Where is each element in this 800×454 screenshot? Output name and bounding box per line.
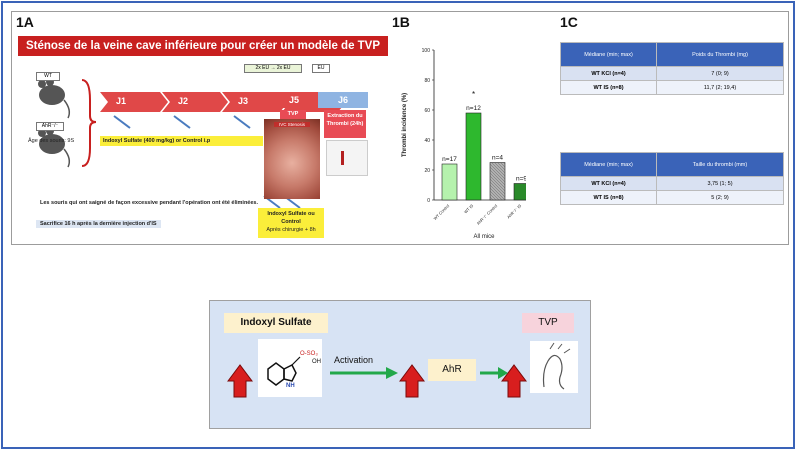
panel-a-title: Sténose de la veine cave inférieure pour… bbox=[18, 36, 388, 56]
day-5: J5 bbox=[278, 92, 310, 108]
table2-cell: WT IS (n=8) bbox=[560, 190, 657, 205]
mechanism-arrows bbox=[227, 364, 527, 398]
day-2: J2 bbox=[178, 96, 189, 106]
y-tick-label: 60 bbox=[424, 108, 430, 114]
table2-cell: WT KCl (n=4) bbox=[560, 176, 657, 191]
table1-cell: WT KCl (n=4) bbox=[560, 66, 657, 81]
y-tick-label: 40 bbox=[424, 138, 430, 144]
extraction-box: Extraction du Thrombi (24h) bbox=[324, 110, 366, 138]
tvp-box: TVP bbox=[522, 313, 574, 333]
table1-cell: 7 (0; 9) bbox=[656, 66, 784, 81]
table1-header-1: Poids du Thrombi (mg) bbox=[656, 42, 784, 67]
molecule-nh: NH bbox=[286, 383, 295, 389]
y-tick-label: 100 bbox=[422, 48, 431, 54]
hatch-line bbox=[491, 162, 506, 177]
day-6: J6 bbox=[318, 92, 368, 108]
table1-header-0: Médiane (min; max) bbox=[560, 42, 657, 67]
y-tick-label: 20 bbox=[424, 168, 430, 174]
table2-cell: 3,75 (1; 5) bbox=[656, 176, 784, 191]
size-table: Médiane (min; max) Taille du thrombi (mm… bbox=[560, 152, 784, 205]
up-arrow-icon bbox=[501, 364, 527, 398]
chevron-j2 bbox=[162, 92, 228, 112]
surgery-photo bbox=[264, 119, 320, 199]
chevron-j1 bbox=[100, 92, 168, 112]
table2-cell: 5 (2; 9) bbox=[656, 190, 784, 205]
hatch-line bbox=[500, 162, 506, 168]
thrombus-drawing bbox=[530, 341, 578, 393]
label-1c: 1C bbox=[560, 14, 578, 30]
mechanism-panel: Indoxyl Sulfate TVP O-SO₃ NH OH Activati… bbox=[209, 300, 591, 429]
eu-tag-1: 2x EU → 2x EU bbox=[244, 64, 302, 73]
indoxyl-sulfate-box: Indoxyl Sulfate bbox=[224, 313, 328, 333]
day-3: J3 bbox=[238, 96, 249, 106]
post-op-box: Indoxyl Sulfate ou Control Après chirurg… bbox=[258, 208, 324, 238]
y-tick-label: 0 bbox=[427, 198, 430, 204]
svg-text:O-SO₃: O-SO₃ bbox=[300, 351, 318, 357]
eu-tag-2: EU bbox=[312, 64, 330, 73]
post-op-sub: Après chirurgie + 8h bbox=[266, 227, 316, 233]
mouse-ahr-label: AhR⁻/⁻ bbox=[36, 122, 64, 131]
photo-caption: IVC Stenosis bbox=[274, 122, 310, 127]
hatch-line bbox=[489, 175, 506, 192]
mouse-wt-icon bbox=[38, 78, 71, 119]
y-axis-label: Thrombi incidence (%) bbox=[402, 93, 408, 157]
category-label: WT Control bbox=[432, 203, 450, 221]
mouse-wt-label: WT bbox=[36, 72, 60, 81]
up-arrow-icon bbox=[227, 364, 253, 398]
chevron-j3 bbox=[222, 92, 288, 112]
hatch-line bbox=[489, 184, 506, 201]
exclusion-note: Les souris qui ont saigné de façon exces… bbox=[40, 200, 259, 206]
hatch-line bbox=[489, 187, 503, 201]
top-panel: 1A Sténose de la veine cave inférieure p… bbox=[11, 11, 789, 245]
n-label: n=9 bbox=[516, 176, 526, 183]
post-op-title: Indoxyl Sulfate ou Control bbox=[267, 211, 315, 225]
y-tick-label: 80 bbox=[424, 78, 430, 84]
n-label: n=17 bbox=[442, 156, 457, 163]
bar-1 bbox=[441, 163, 458, 201]
hatch-line bbox=[489, 190, 500, 201]
hatch-line bbox=[489, 178, 506, 195]
bar-4 bbox=[513, 183, 526, 201]
up-arrow-icon bbox=[399, 364, 425, 398]
hatch-line bbox=[489, 166, 506, 183]
hatch-line bbox=[489, 196, 494, 201]
molecule-oh: OH bbox=[312, 359, 321, 365]
hatch-line bbox=[497, 162, 506, 171]
n-label: n=4 bbox=[492, 155, 503, 162]
tvp-tag: TVP bbox=[280, 110, 306, 119]
hatch-line bbox=[489, 181, 506, 198]
brace-bracket bbox=[81, 79, 97, 167]
activation-label: Activation bbox=[334, 355, 374, 365]
thrombus-photo bbox=[326, 140, 368, 176]
category-label: AhR⁻/⁻ IS bbox=[506, 203, 523, 220]
age-text: Âge des souris: 9S bbox=[28, 138, 75, 144]
n-label: n=12 bbox=[466, 105, 481, 112]
category-label: AhR⁻/⁻ Control bbox=[475, 203, 498, 226]
label-1a: 1A bbox=[16, 14, 34, 30]
category-label: WT IS bbox=[463, 203, 475, 215]
hatch-line bbox=[503, 162, 506, 165]
molecule-structure: O-SO₃ NH OH bbox=[258, 339, 322, 397]
hatch-line bbox=[489, 193, 497, 201]
label-1b: 1B bbox=[392, 14, 410, 30]
weight-table: Médiane (min; max) Poids du Thrombi (mg)… bbox=[560, 42, 784, 95]
table2-header-0: Médiane (min; max) bbox=[560, 152, 657, 177]
sacrifice-note: Sacrifice 16 h après la dernière injecti… bbox=[36, 220, 161, 228]
table1-cell: WT IS (n=8) bbox=[560, 80, 657, 95]
table1-cell: 11,7 (2; 19,4) bbox=[656, 80, 784, 95]
hatch-line bbox=[489, 172, 506, 189]
significance-marker: * bbox=[472, 90, 475, 99]
table2-header-1: Taille du thrombi (mm) bbox=[656, 152, 784, 177]
hatch-line bbox=[489, 169, 506, 186]
bar-2 bbox=[465, 112, 482, 201]
figure-frame: 1A Sténose de la veine cave inférieure p… bbox=[1, 1, 795, 449]
day-1: J1 bbox=[116, 96, 127, 106]
x-axis-label: All mice bbox=[473, 234, 495, 240]
treatment-box: Indoxyl Sulfate (400 mg/kg) or Control i… bbox=[100, 136, 263, 146]
hatch-line bbox=[494, 162, 506, 174]
ahr-box: AhR bbox=[428, 359, 476, 381]
mouse-ahr-icon bbox=[38, 127, 71, 168]
hatch-line bbox=[489, 163, 506, 180]
